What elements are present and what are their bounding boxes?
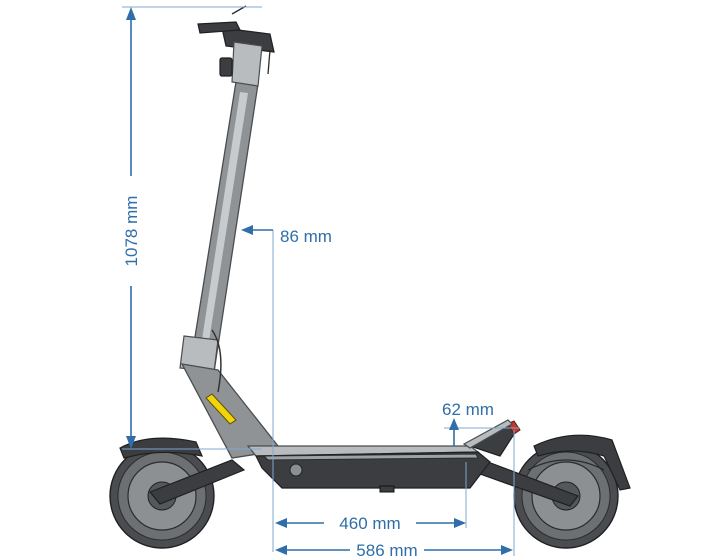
brake-cable (211, 329, 222, 393)
dimension-deck-length: 460 mm (275, 462, 467, 533)
stem-offset-label: 86 mm (280, 227, 332, 246)
front-swing-arm (149, 459, 246, 505)
deck-latch (379, 485, 395, 493)
side-reflector (205, 393, 237, 425)
stem-highlight (199, 92, 248, 360)
height-label: 1078 mm (122, 196, 141, 267)
deck-clearance-label: 62 mm (442, 400, 494, 419)
charge-port (289, 463, 303, 477)
scooter-illustration (109, 5, 631, 549)
deck-length-label: 460 mm (339, 514, 400, 533)
dimension-height: 1078 mm (122, 6, 262, 450)
wheelbase-label: 586 mm (356, 541, 417, 560)
dimension-stem-offset: 86 mm (241, 225, 332, 552)
dimension-deck-clearance: 62 mm (442, 400, 520, 446)
deck-light-strip (262, 453, 479, 461)
rear-fender (533, 434, 631, 491)
deck-body (255, 451, 491, 489)
handlebar (197, 5, 275, 87)
dimension-wheelbase: 586 mm (275, 430, 515, 560)
front-fender (119, 437, 203, 459)
